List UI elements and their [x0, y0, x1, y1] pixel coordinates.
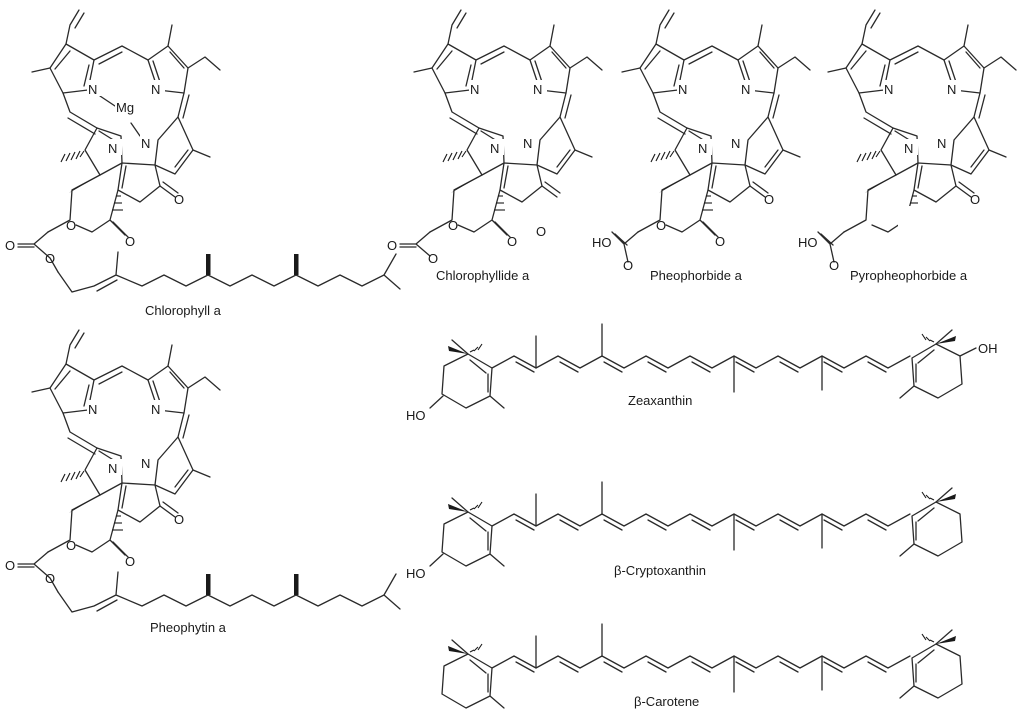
- hydroxyl-label: HO: [406, 566, 426, 581]
- beta-carotene-structure: β-Carotene: [441, 623, 963, 709]
- atom-n: N: [731, 136, 740, 151]
- atom-n: N: [533, 82, 542, 97]
- atom-n: N: [947, 82, 956, 97]
- atom-o: O: [125, 554, 135, 569]
- atom-o: O: [5, 238, 15, 253]
- atom-o: O: [507, 234, 517, 249]
- zeaxanthin-structure: HO OH Zeaxanthin: [406, 323, 998, 423]
- atom-o: O: [764, 192, 774, 207]
- atom-n: N: [108, 461, 117, 476]
- pyropheophorbide-a-label: Pyropheophorbide a: [850, 268, 968, 283]
- atom-o: O: [448, 218, 458, 233]
- atom-o: O: [45, 571, 55, 586]
- chlorophyllide-a-label: Chlorophyllide a: [436, 268, 530, 283]
- pheophorbide-a-structure: N N N N O O O HO O Pheophorbide a: [592, 9, 811, 283]
- atom-o: O: [5, 558, 15, 573]
- chlorophyll-a-structure: N N Mg N N O O O O O Chlorophyll a: [5, 9, 401, 318]
- pyropheophorbide-a-structure: N N N N O HO O Pyropheophorbide a: [798, 9, 1017, 283]
- atom-n: N: [904, 141, 913, 156]
- atom-n: N: [937, 136, 946, 151]
- atom-o: O: [125, 234, 135, 249]
- atom-o: O: [428, 251, 438, 266]
- beta-cryptoxanthin-structure: HO β-Cryptoxanthin: [406, 481, 963, 581]
- pheophytin-a-structure: N N N N O O O O O Pheophytin a: [5, 329, 401, 635]
- atom-n: N: [490, 141, 499, 156]
- pheophytin-a-label: Pheophytin a: [150, 620, 227, 635]
- atom-n: N: [698, 141, 707, 156]
- atom-n: N: [141, 136, 150, 151]
- atom-o: O: [536, 224, 546, 239]
- atom-o: O: [970, 192, 980, 207]
- atom-o: O: [715, 234, 725, 249]
- pheophorbide-a-label: Pheophorbide a: [650, 268, 743, 283]
- magnesium-atom: Mg: [116, 100, 134, 115]
- atom-n: N: [151, 82, 160, 97]
- atom-n: N: [884, 82, 893, 97]
- atom-o: O: [387, 238, 397, 253]
- atom-o: O: [174, 192, 184, 207]
- zeaxanthin-label: Zeaxanthin: [628, 393, 692, 408]
- hydroxyl-label: HO: [592, 235, 612, 250]
- chlorophyll-a-label: Chlorophyll a: [145, 303, 222, 318]
- atom-o: O: [174, 512, 184, 527]
- atom-n: N: [88, 82, 97, 97]
- atom-o: O: [45, 251, 55, 266]
- atom-n: N: [678, 82, 687, 97]
- hydroxyl-label: OH: [978, 341, 998, 356]
- atom-o: O: [829, 258, 839, 273]
- atom-n: N: [470, 82, 479, 97]
- atom-n: N: [88, 402, 97, 417]
- atom-n: N: [108, 141, 117, 156]
- beta-carotene-label: β-Carotene: [634, 694, 699, 709]
- atom-o: O: [623, 258, 633, 273]
- chlorophyllide-a-structure: N N N N O O O O O Chlorophyllide a: [387, 9, 603, 283]
- atom-n: N: [523, 136, 532, 151]
- hydroxyl-label: HO: [798, 235, 818, 250]
- atom-n: N: [151, 402, 160, 417]
- atom-o: O: [66, 218, 76, 233]
- hydroxyl-label: HO: [406, 408, 426, 423]
- atom-o: O: [66, 538, 76, 553]
- atom-o: O: [656, 218, 666, 233]
- atom-n: N: [741, 82, 750, 97]
- beta-cryptoxanthin-label: β-Cryptoxanthin: [614, 563, 706, 578]
- atom-n: N: [141, 456, 150, 471]
